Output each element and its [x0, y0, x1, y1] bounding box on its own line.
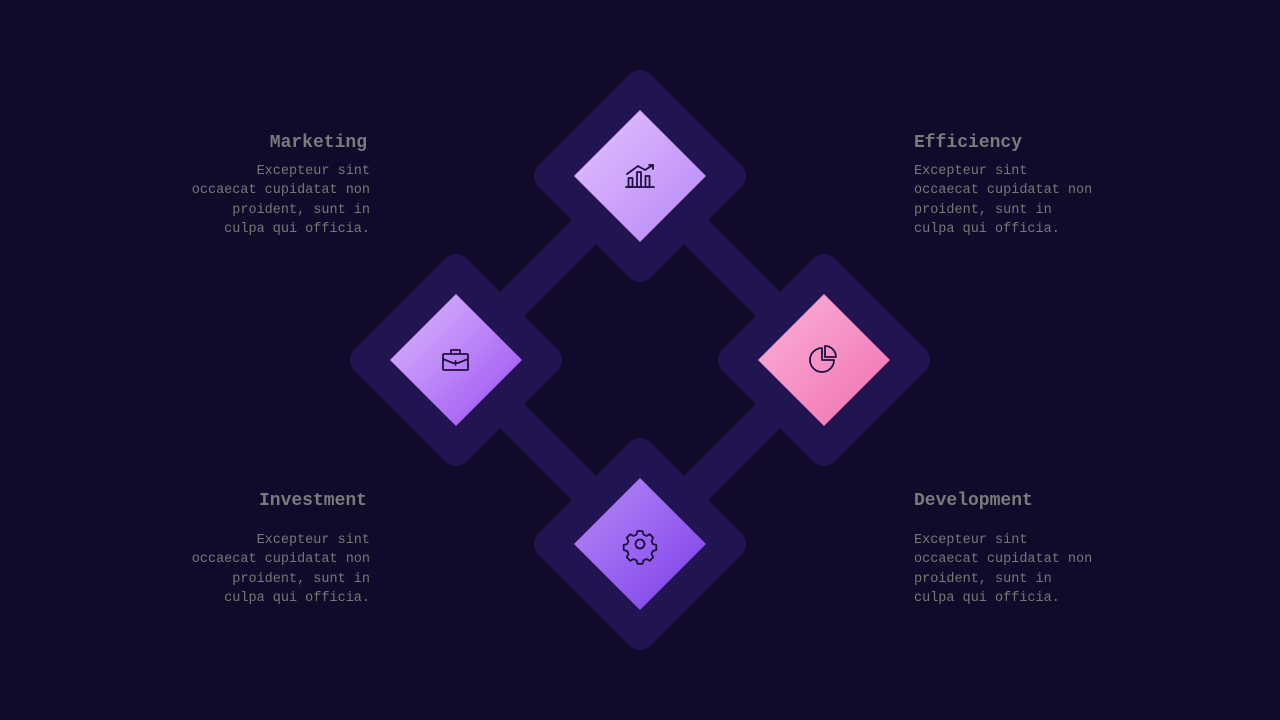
- node-top: [574, 110, 706, 242]
- description-line: culpa qui officia.: [914, 591, 1060, 607]
- description-line: culpa qui officia.: [224, 222, 370, 238]
- description-line: proident, sunt in: [914, 571, 1052, 587]
- description-line: culpa qui officia.: [914, 222, 1060, 238]
- description-line: proident, sunt in: [914, 202, 1052, 218]
- label-development: Development Excepteur sint occaecat cupi…: [914, 490, 1094, 609]
- description-line: Excepteur sint: [256, 533, 370, 548]
- gear-icon: [622, 530, 658, 565]
- growth-chart-icon: [625, 164, 655, 188]
- description-line: proident, sunt in: [232, 571, 370, 587]
- label-title: Efficiency: [914, 133, 1023, 153]
- pie-chart-icon: [809, 345, 837, 373]
- label-title: Investment: [258, 491, 367, 511]
- label-description: Excepteur sint occaecat cupidatat non pr…: [914, 162, 1094, 240]
- description-line: occaecat cupidatat non: [914, 552, 1093, 568]
- label-efficiency: Efficiency Excepteur sint occaecat cupid…: [914, 132, 1094, 240]
- description-line: occaecat cupidatat non: [191, 552, 370, 568]
- description-line: occaecat cupidatat non: [191, 183, 370, 199]
- description-line: Excepteur sint: [256, 164, 370, 179]
- label-title: Development: [914, 491, 1033, 511]
- label-marketing: Marketing Excepteur sint occaecat cupida…: [190, 132, 370, 240]
- label-description: Excepteur sint occaecat cupidatat non pr…: [190, 162, 370, 240]
- label-investment: Investment Excepteur sint occaecat cupid…: [190, 490, 370, 609]
- node-left: [390, 294, 522, 426]
- description-line: Excepteur sint: [914, 164, 1028, 179]
- node-bottom: [574, 478, 706, 610]
- description-line: occaecat cupidatat non: [914, 183, 1093, 199]
- description-line: culpa qui officia.: [224, 591, 370, 607]
- label-description: Excepteur sint occaecat cupidatat non pr…: [914, 531, 1094, 609]
- label-description: Excepteur sint occaecat cupidatat non pr…: [190, 531, 370, 609]
- description-line: proident, sunt in: [232, 202, 370, 218]
- briefcase-icon: [442, 349, 469, 371]
- label-title: Marketing: [269, 133, 367, 153]
- description-line: Excepteur sint: [914, 533, 1028, 548]
